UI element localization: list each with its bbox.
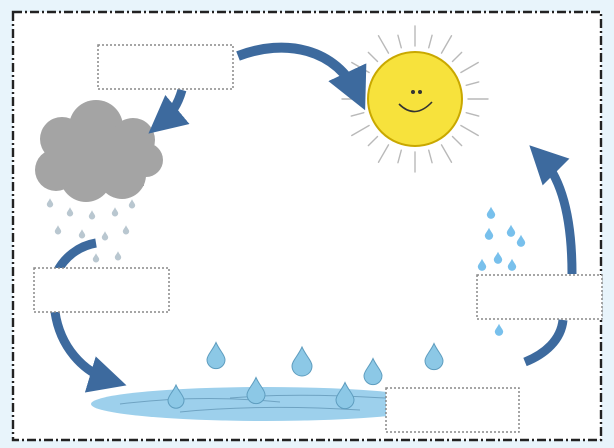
label-box-top[interactable] bbox=[98, 45, 233, 89]
label-box-left[interactable] bbox=[34, 268, 169, 312]
label-box-bottom[interactable] bbox=[386, 388, 519, 432]
label-box-right[interactable] bbox=[477, 275, 602, 319]
